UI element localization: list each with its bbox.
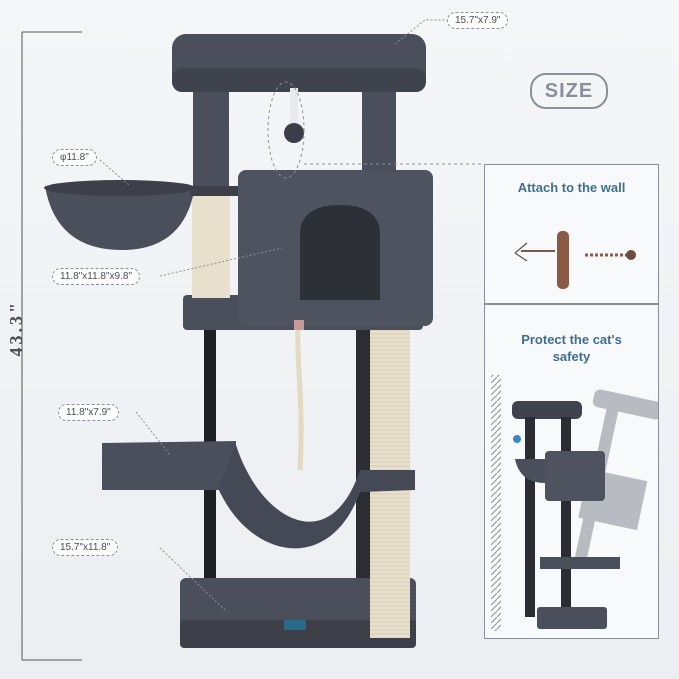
mini-base [537, 607, 607, 629]
arrow-icon [514, 242, 528, 262]
wall-anchor-illustration [514, 231, 636, 289]
height-label: 43.3" [6, 300, 26, 357]
condo-entrance [300, 205, 380, 300]
basket-dimension: φ11.8" [52, 149, 97, 166]
rope-toy [295, 324, 304, 471]
upper-post-left [193, 80, 229, 192]
hammock-side-platform [102, 441, 236, 490]
condo-dimension: 11.8"x11.8"x9.8" [52, 268, 140, 285]
brand-tag [284, 620, 306, 630]
wall-icon [491, 375, 501, 631]
sisal-post-left [192, 192, 230, 298]
wall-attach-panel: Attach to the wall [484, 164, 659, 304]
hammock-platform-dimension: 11.8"x7.9" [58, 404, 119, 421]
top-platform-dimension: 15.7"x7.9" [447, 12, 509, 29]
strap-icon [557, 231, 569, 289]
mini-condo [545, 451, 605, 501]
ball-toy [284, 123, 304, 143]
safety-panel: Protect the cat's safety [484, 304, 659, 639]
wall-attach-title: Attach to the wall [517, 180, 626, 195]
basket [45, 186, 195, 250]
safety-illustration [491, 375, 658, 631]
base-dimension: 15.7"x11.8" [52, 539, 119, 556]
upper-post-right [362, 80, 396, 172]
mini-top-platform [512, 401, 582, 419]
safety-title: Protect the cat's safety [521, 332, 622, 364]
size-badge: SIZE [530, 73, 608, 109]
hammock [218, 445, 415, 549]
